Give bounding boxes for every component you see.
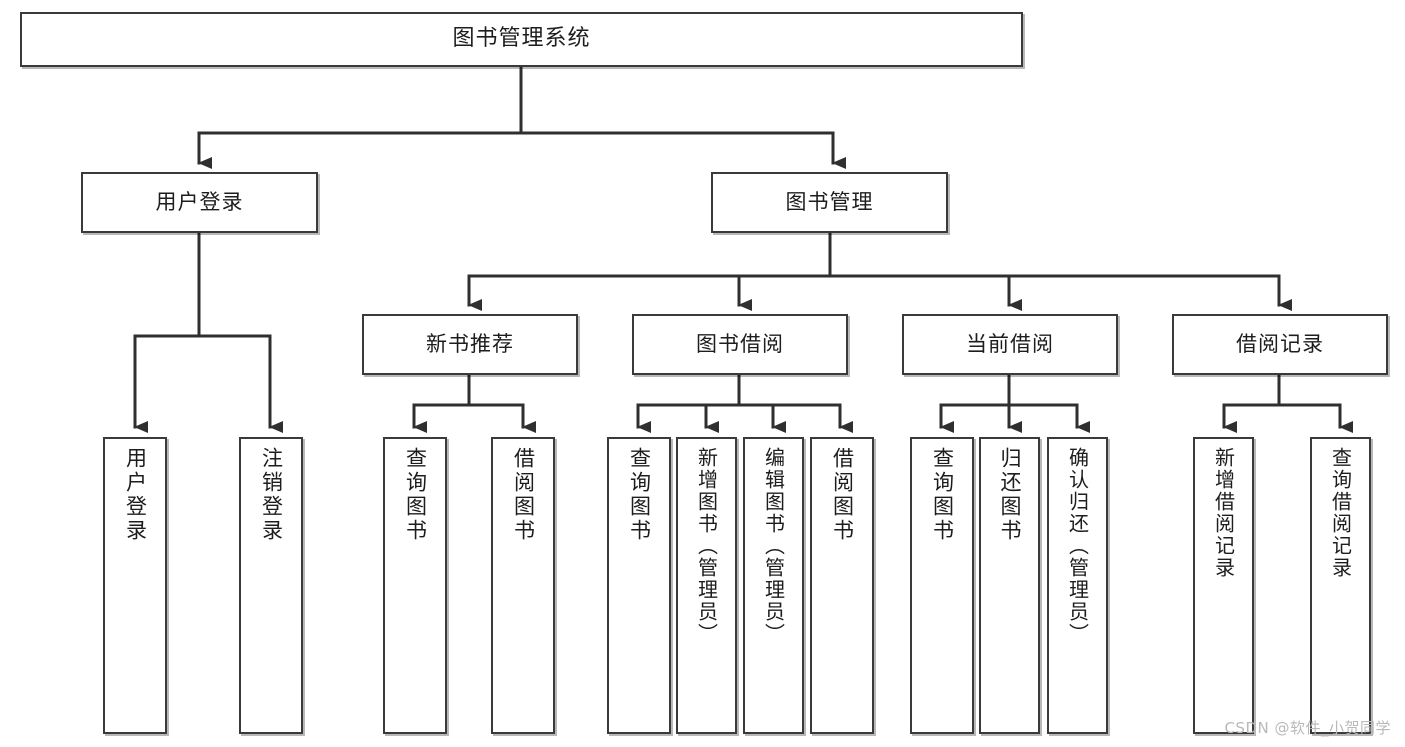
leaf-add-book[interactable]: 新增图书（管理员） <box>676 437 737 734</box>
leaf-borrow-book-2-label: 借阅图书 <box>830 447 855 543</box>
node-new-book-rec[interactable]: 新书推荐 <box>362 314 578 375</box>
node-current-borrow-label: 当前借阅 <box>966 331 1054 356</box>
node-new-book-rec-label: 新书推荐 <box>426 331 514 356</box>
node-book-borrow-label: 图书借阅 <box>696 331 784 356</box>
leaf-add-record-label: 新增借阅记录 <box>1211 447 1236 579</box>
leaf-logout-login-label: 注销登录 <box>259 447 284 543</box>
leaf-user-login-label: 用户登录 <box>123 447 148 543</box>
node-borrow-record[interactable]: 借阅记录 <box>1172 314 1388 375</box>
leaf-confirm-return[interactable]: 确认归还（管理员） <box>1047 437 1108 734</box>
leaf-query-book-3-label: 查询图书 <box>930 447 955 543</box>
leaf-edit-book-label: 编辑图书（管理员） <box>761 447 786 645</box>
leaf-add-book-label: 新增图书（管理员） <box>694 447 719 645</box>
node-book-borrow[interactable]: 图书借阅 <box>632 314 848 375</box>
node-user-login-label: 用户登录 <box>155 189 244 214</box>
node-root-label: 图书管理系统 <box>452 26 591 52</box>
node-book-manage-label: 图书管理 <box>785 189 874 214</box>
csdn-watermark: CSDN @软件_小贺同学 <box>1224 719 1391 737</box>
leaf-query-book-2[interactable]: 查询图书 <box>607 437 671 734</box>
leaf-add-record[interactable]: 新增借阅记录 <box>1193 437 1254 734</box>
leaf-query-record[interactable]: 查询借阅记录 <box>1310 437 1371 734</box>
leaf-logout-login[interactable]: 注销登录 <box>239 437 303 734</box>
leaf-query-record-label: 查询借阅记录 <box>1328 447 1353 579</box>
leaf-borrow-book-1-label: 借阅图书 <box>511 447 536 543</box>
leaf-query-book-1[interactable]: 查询图书 <box>383 437 447 734</box>
leaf-confirm-return-label: 确认归还（管理员） <box>1065 447 1090 645</box>
node-current-borrow[interactable]: 当前借阅 <box>902 314 1118 375</box>
leaf-edit-book[interactable]: 编辑图书（管理员） <box>743 437 804 734</box>
node-book-manage[interactable]: 图书管理 <box>711 172 948 233</box>
leaf-query-book-3[interactable]: 查询图书 <box>910 437 974 734</box>
node-borrow-record-label: 借阅记录 <box>1236 331 1324 356</box>
leaf-borrow-book-1[interactable]: 借阅图书 <box>491 437 555 734</box>
leaf-query-book-2-label: 查询图书 <box>627 447 652 543</box>
node-root[interactable]: 图书管理系统 <box>20 12 1023 67</box>
node-user-login[interactable]: 用户登录 <box>81 172 318 233</box>
leaf-borrow-book-2[interactable]: 借阅图书 <box>810 437 874 734</box>
leaf-return-book-label: 归还图书 <box>998 447 1022 543</box>
leaf-user-login[interactable]: 用户登录 <box>103 437 167 734</box>
leaf-query-book-1-label: 查询图书 <box>403 447 428 543</box>
leaf-return-book[interactable]: 归还图书 <box>979 437 1040 734</box>
